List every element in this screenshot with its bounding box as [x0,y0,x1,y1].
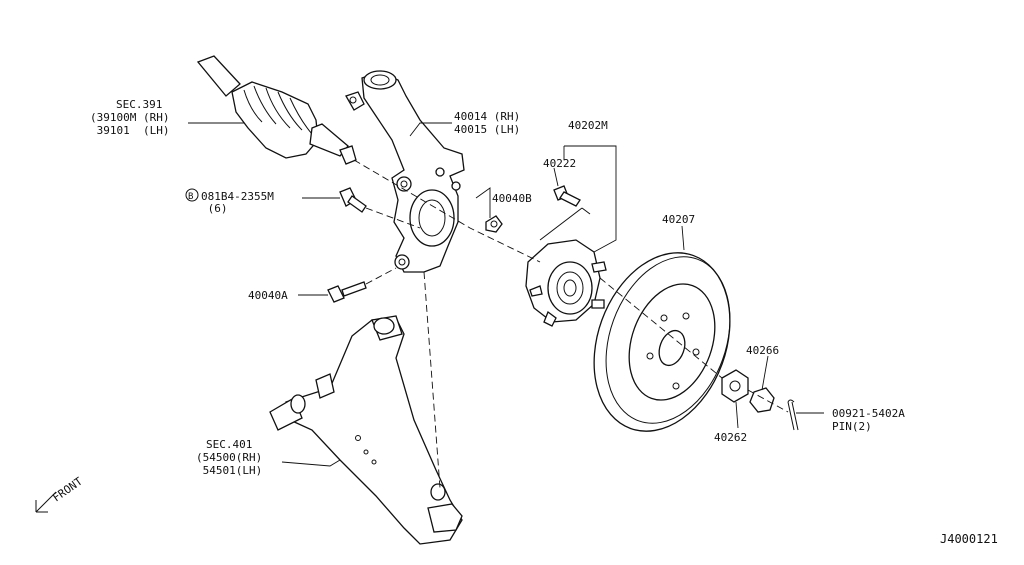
sec391-line-3: 39101 (LH) [90,124,169,137]
nut-40040b [485,215,503,233]
leader-lines [188,122,824,467]
callout-bolt-40040a: 40040A [248,289,288,302]
knuckle-lh: 40015 (LH) [454,123,520,136]
sec391-line-1: SEC.391 [116,98,162,111]
bolt-b-part: 081B4-2355M [201,190,274,203]
cotter-pin [787,399,799,431]
bolt-b-marker [185,188,199,202]
sec391-line-2: (39100M (RH) [90,111,169,124]
bolt-081b4 [339,187,367,213]
bolt-40040a [327,281,367,303]
brake-rotor [593,252,731,432]
callout-nut-40262: 40262 [714,431,747,444]
callout-sec401: SEC.401 (54500(RH) 54501(LH) [196,438,262,477]
front-direction-arrow: FRONT [35,475,85,513]
hub-nut [721,369,749,403]
diagram-id: J4000121 [940,532,998,546]
callout-sec391: SEC.391 (39100M (RH) 39101 (LH) [90,98,169,137]
sec401-line-3: 54501(LH) [196,464,262,477]
knuckle-rh: 40014 (RH) [454,110,520,123]
front-label: FRONT [50,475,85,505]
callout-rotor: 40207 [662,213,695,226]
callout-hub-bolt: 40222 [543,157,576,170]
lower-control-arm [269,315,463,545]
assembly-lines [353,159,789,489]
bolt-b-qty: (6) [201,202,228,215]
callout-nut-40040b: 40040B [492,192,532,205]
callout-hub-group: 40202M [568,119,608,132]
hub-assembly [525,239,607,327]
callout-knuckle: 40014 (RH) 40015 (LH) [454,110,520,136]
nut-retainer [749,387,775,413]
sec401-line-1: SEC.401 [206,438,252,451]
steering-knuckle [345,70,465,273]
pin-part: 00921-5402A [832,407,905,420]
drive-shaft [196,55,357,165]
bolt-b-marker-letter: B [188,192,193,202]
callout-retainer: 40266 [746,344,779,357]
pin-qty: PIN(2) [832,420,872,433]
hub-bolt [553,185,581,207]
callout-pin: 00921-5402A PIN(2) [832,407,905,433]
sec401-line-2: (54500(RH) [196,451,262,464]
callout-bolt-b: B 081B4-2355M (6) [185,188,274,215]
